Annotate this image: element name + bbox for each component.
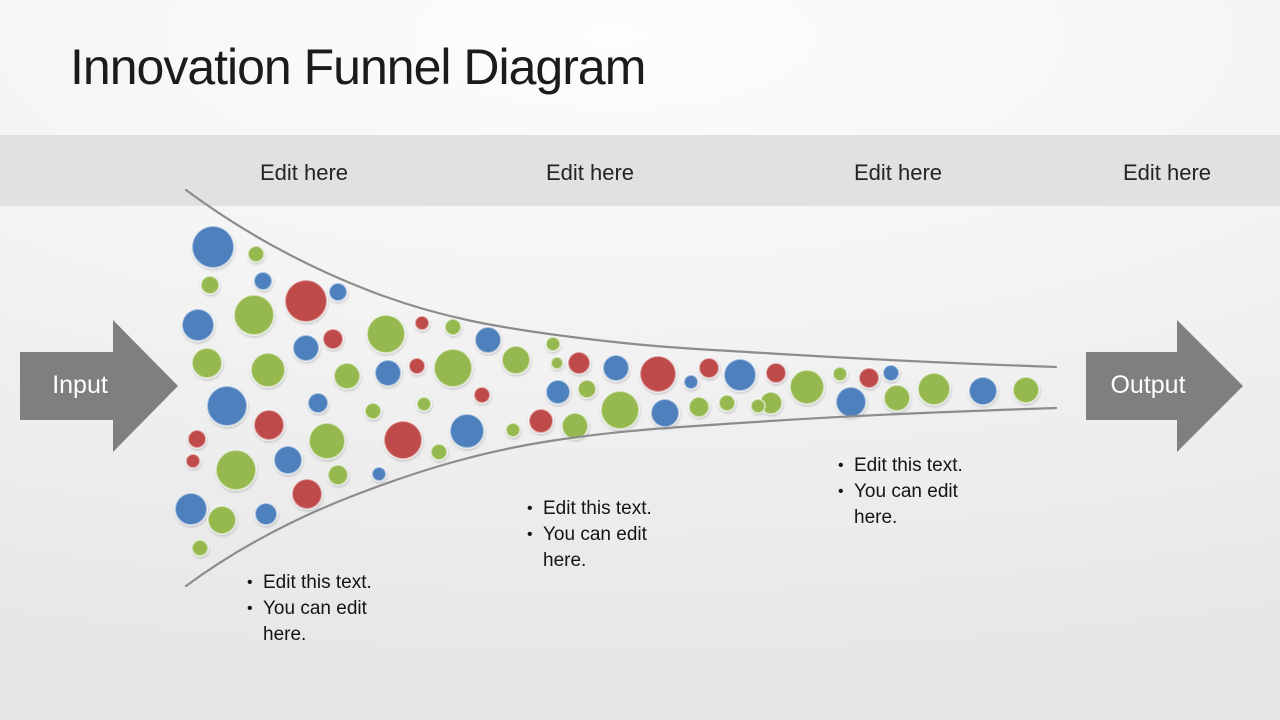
funnel-circle [253,409,285,441]
funnel-circle [207,505,237,535]
funnel-circle [550,356,564,370]
funnel-circle [602,354,630,382]
funnel-circle [371,466,387,482]
funnel-circle [191,225,235,269]
funnel-circle [449,413,485,449]
funnel-circle [688,396,710,418]
funnel-circle [200,275,220,295]
stage-label[interactable]: Edit here [1122,160,1212,185]
funnel-circle [181,308,215,342]
stage-label[interactable]: Edit here [259,160,349,185]
funnel-circle [414,315,430,331]
funnel-circle [567,351,591,375]
funnel-circle [505,422,521,438]
funnel-circle [187,429,207,449]
funnel-circle [718,394,736,412]
funnel-circle [698,357,720,379]
funnel-circle [917,372,951,406]
note-item: You can edit here. [837,479,983,531]
stage-label[interactable]: Edit here [853,160,943,185]
funnel-circle [174,492,208,526]
note-item: Edit this text. [837,453,983,479]
funnel-circle [416,396,432,412]
note-item: Edit this text. [526,496,672,522]
funnel-circle [858,367,880,389]
funnel-top-curve [184,188,1058,369]
funnel-circle [408,357,426,375]
funnel-circle [273,445,303,475]
funnel-circle [247,245,265,263]
stage-label[interactable]: Edit here [545,160,635,185]
funnel-circle [383,420,423,460]
funnel-circle [444,318,462,336]
funnel-circle [433,348,473,388]
funnel-circle [561,412,589,440]
funnel-circle [545,379,571,405]
funnel-circle [206,385,248,427]
funnel-circle [291,478,323,510]
funnel-circle [600,390,640,430]
funnel-circle [233,294,275,336]
funnel-circle [789,369,825,405]
note-block[interactable]: Edit this text.You can edit here. [246,570,392,648]
funnel-bottom-curve [184,406,1058,588]
funnel-circle [883,384,911,412]
funnel-circle [191,347,223,379]
funnel-circle [430,443,448,461]
stage-band [0,135,1280,206]
funnel-circle [650,398,680,428]
funnel-circle [474,326,502,354]
funnel-circle [639,355,677,393]
funnel-circle [835,386,867,418]
funnel-circle [366,314,406,354]
funnel-circle [750,398,766,414]
funnel-circle [577,379,597,399]
output-arrow[interactable] [1086,320,1243,452]
input-arrow-label: Input [52,371,108,399]
funnel-circle [374,359,402,387]
note-item: You can edit here. [246,596,392,648]
note-block[interactable]: Edit this text.You can edit here. [526,496,672,574]
funnel-circle [683,374,699,390]
funnel-circle [968,376,998,406]
funnel-circle [308,422,346,460]
funnel-circle [333,362,361,390]
note-block[interactable]: Edit this text.You can edit here. [837,453,983,531]
page-title[interactable]: Innovation Funnel Diagram [70,39,646,95]
funnel-circle [832,366,848,382]
funnel-circles [174,225,1040,557]
funnel-circle [328,282,348,302]
funnel-circle [215,449,257,491]
input-arrow[interactable] [20,320,178,452]
output-arrow-label: Output [1110,371,1186,399]
funnel-circle [250,352,286,388]
funnel-circle [501,345,531,375]
funnel-circle [364,402,382,420]
funnel-circle [284,279,328,323]
funnel-circle [254,502,278,526]
note-item: Edit this text. [246,570,392,596]
funnel-circle [307,392,329,414]
funnel-circle [528,408,554,434]
note-item: You can edit here. [526,522,672,574]
funnel-circle [253,271,273,291]
funnel-circle [765,362,787,384]
funnel-circle [1012,376,1040,404]
funnel-circle [191,539,209,557]
funnel-circle [545,336,561,352]
funnel-circle [292,334,320,362]
funnel-circle [882,364,900,382]
funnel-circle [473,386,491,404]
funnel-circle [185,453,201,469]
funnel-circle [723,358,757,392]
funnel-circle [322,328,344,350]
funnel-circle [327,464,349,486]
